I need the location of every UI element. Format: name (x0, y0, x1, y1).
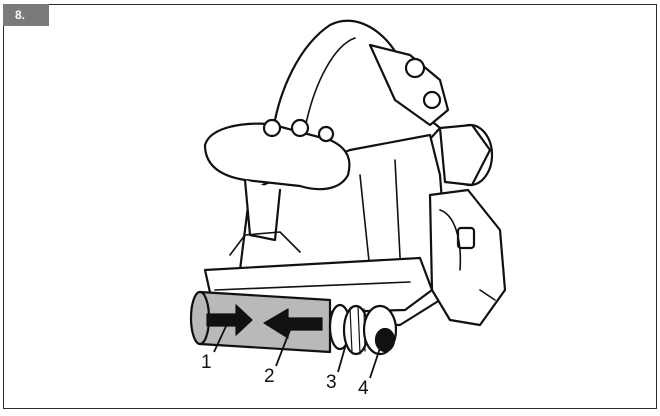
leader-line-2 (275, 329, 291, 367)
callout-1: 1 (201, 352, 212, 373)
belt-left-end (189, 290, 211, 346)
front-handle-stem (243, 178, 282, 242)
belt-direction-arrow-left (263, 308, 323, 339)
callout-4: 4 (358, 378, 369, 399)
side-cover (428, 188, 507, 327)
callout-3: 3 (326, 372, 337, 393)
leader-line-4 (369, 347, 381, 379)
leader-line-1 (213, 321, 229, 353)
belt-direction-arrow-right (206, 304, 253, 336)
tracking-knob-cap (374, 327, 396, 353)
front-handle (203, 122, 351, 191)
figure-number-tab: 8. (3, 4, 49, 26)
figure-frame (3, 4, 657, 409)
callout-2: 2 (264, 366, 275, 387)
side-button (456, 226, 476, 250)
leader-line-3 (337, 343, 347, 373)
